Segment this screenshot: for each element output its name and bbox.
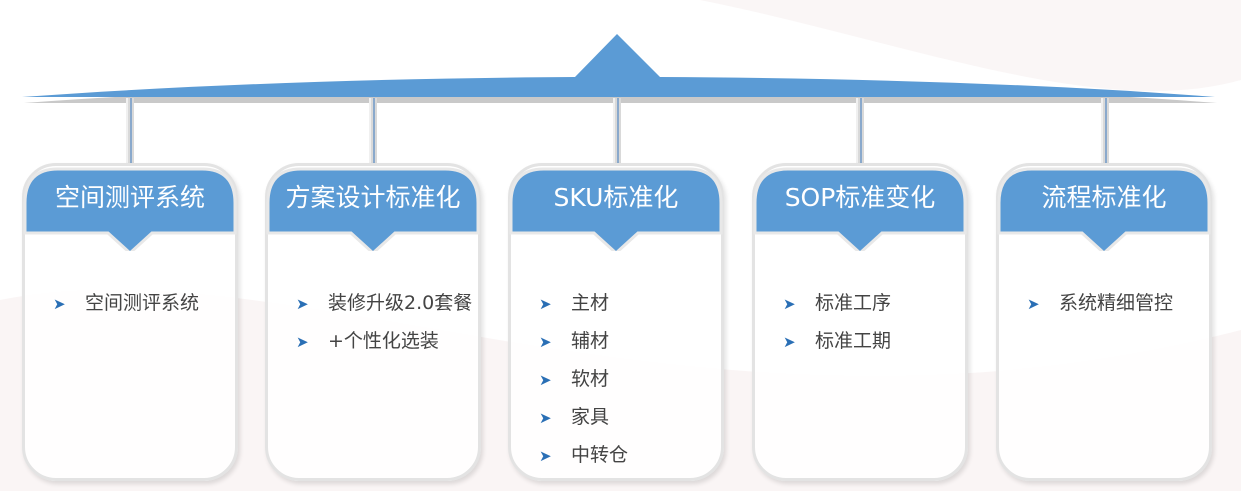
- item-label: 标准工序: [815, 292, 892, 314]
- card-header: [509, 167, 723, 251]
- card-item-list: ➤ 标准工序 ➤ 标准工期: [783, 284, 891, 360]
- arrow-bullet-icon: ➤: [539, 409, 552, 427]
- card-item-list: ➤ 装修升级2.0套餐 ➤ +个性化选装: [296, 284, 472, 360]
- arrow-bullet-icon: ➤: [783, 333, 796, 351]
- top-bar: [22, 34, 1217, 103]
- category-card: 方案设计标准化 ➤ 装修升级2.0套餐 ➤ +个性化选装: [265, 163, 481, 481]
- list-item: ➤ 标准工序: [783, 284, 891, 322]
- list-item: ➤ 标准工期: [783, 322, 891, 360]
- item-label: 家具: [571, 406, 610, 428]
- arrow-bullet-icon: ➤: [53, 295, 66, 313]
- card-title: SOP标准变化: [784, 183, 936, 212]
- card-item-list: ➤ 主材 ➤ 辅材 ➤ 软材 ➤ 家具 ➤ 中转仓: [539, 284, 628, 474]
- arrow-bullet-icon: ➤: [539, 371, 552, 389]
- item-label: 主材: [571, 292, 610, 314]
- connector: [613, 98, 621, 164]
- list-item: ➤ 系统精细管控: [1027, 284, 1173, 322]
- list-item: ➤ +个性化选装: [296, 322, 472, 360]
- arrow-bullet-icon: ➤: [539, 447, 552, 465]
- card-title: 空间测评系统: [54, 183, 205, 212]
- card-header: [23, 167, 237, 251]
- item-label: 系统精细管控: [1059, 292, 1174, 314]
- card-header: [266, 167, 480, 251]
- list-item: ➤ 家具: [539, 398, 628, 436]
- item-label: 软材: [571, 368, 610, 390]
- card-header: [753, 167, 967, 251]
- arrow-bullet-icon: ➤: [296, 333, 309, 351]
- item-label: 辅材: [571, 330, 610, 352]
- list-item: ➤ 装修升级2.0套餐: [296, 284, 472, 322]
- card-title: 流程标准化: [1041, 183, 1167, 212]
- category-card: 空间测评系统 ➤ 空间测评系统: [22, 163, 238, 481]
- category-card: 流程标准化 ➤ 系统精细管控: [996, 163, 1212, 481]
- connector: [126, 98, 134, 164]
- connector: [856, 98, 864, 164]
- category-card: SKU标准化 ➤ 主材 ➤ 辅材 ➤ 软材 ➤ 家具 ➤ 中转仓: [508, 163, 724, 481]
- card-item-list: ➤ 系统精细管控: [1027, 284, 1173, 322]
- item-label: 装修升级2.0套餐: [328, 292, 473, 314]
- list-item: ➤ 主材: [539, 284, 628, 322]
- item-label: 中转仓: [571, 444, 629, 466]
- connector: [1101, 98, 1109, 164]
- list-item: ➤ 辅材: [539, 322, 628, 360]
- arrow-bullet-icon: ➤: [783, 295, 796, 313]
- arrow-bullet-icon: ➤: [1027, 295, 1040, 313]
- item-label: 空间测评系统: [85, 292, 200, 314]
- arrow-bullet-icon: ➤: [296, 295, 309, 313]
- arrow-bullet-icon: ➤: [539, 333, 552, 351]
- item-label: +个性化选装: [328, 330, 439, 352]
- card-title: 方案设计标准化: [285, 183, 461, 212]
- item-label: 标准工期: [815, 330, 892, 352]
- connector: [369, 98, 377, 164]
- card-header: [997, 167, 1211, 251]
- card-item-list: ➤ 空间测评系统: [53, 284, 199, 322]
- list-item: ➤ 软材: [539, 360, 628, 398]
- arrow-bullet-icon: ➤: [539, 295, 552, 313]
- category-card: SOP标准变化 ➤ 标准工序 ➤ 标准工期: [752, 163, 968, 481]
- list-item: ➤ 空间测评系统: [53, 284, 199, 322]
- list-item: ➤ 中转仓: [539, 436, 628, 474]
- card-title: SKU标准化: [553, 183, 679, 212]
